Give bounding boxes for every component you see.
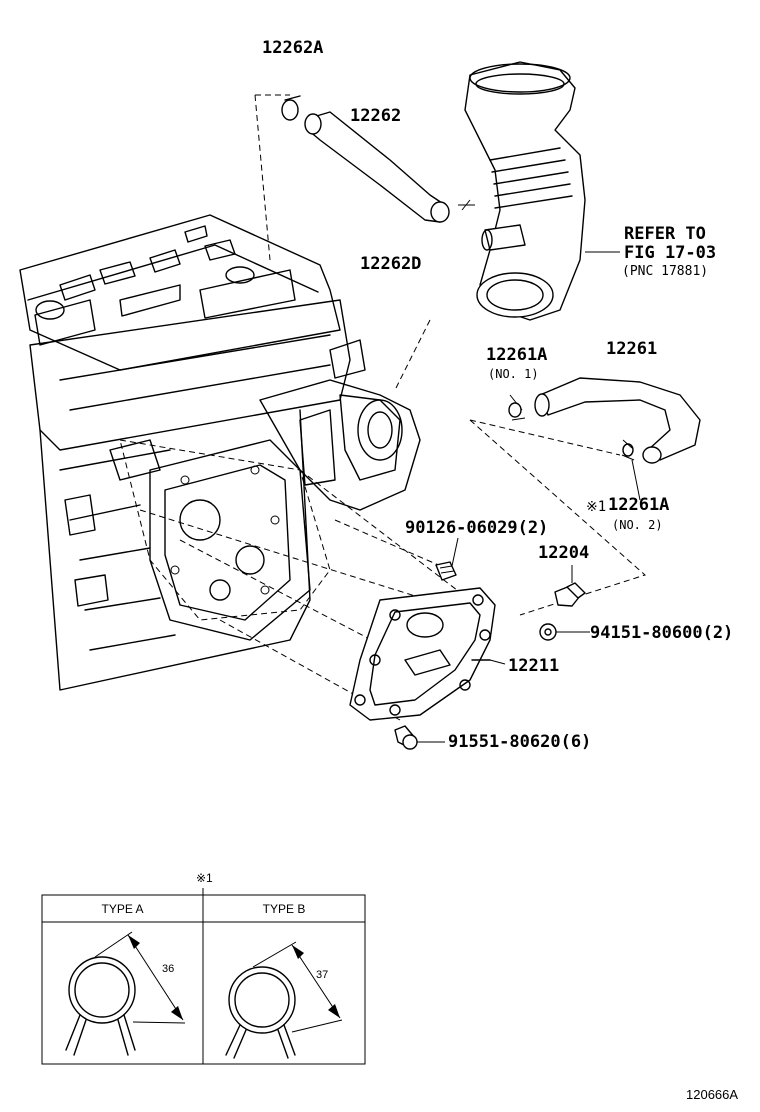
hose-12262 (281, 95, 475, 223)
refer-text-line1: REFER TO (624, 224, 706, 244)
bolt-91551 (394, 725, 445, 750)
label-91551: 91551-80620(6) (448, 732, 592, 752)
label-12261a-no1: 12261A (486, 345, 548, 365)
label-star-mark: ※1 (586, 499, 607, 515)
clamp-inset (41, 888, 366, 1065)
inset-marker: ※1 (196, 871, 213, 885)
label-94151: 94151-80600(2) (590, 623, 734, 643)
sensor-12204 (554, 565, 586, 607)
engine-block (19, 214, 421, 691)
label-90126: 90126-06029(2) (405, 518, 549, 538)
label-12262: 12262 (350, 106, 402, 126)
label-12204: 12204 (538, 543, 590, 563)
label-12262d: 12262D (360, 254, 422, 274)
label-no1: (NO. 1) (488, 367, 539, 381)
intake-duct (464, 61, 620, 321)
label-12262a: 12262A (262, 38, 324, 58)
refer-text-line2: FIG 17-03 (624, 243, 717, 263)
label-12211: 12211 (508, 656, 560, 676)
label-12261: 12261 (606, 339, 658, 359)
inset-type-a-header: TYPE A (101, 902, 144, 916)
hose-12261 (508, 377, 701, 501)
label-no2: (NO. 2) (612, 518, 663, 532)
drawing-id: 120666A (686, 1087, 739, 1102)
label-12261a-no2: 12261A (608, 495, 670, 515)
inset-type-b-header: TYPE B (262, 902, 306, 916)
plate-12211 (349, 587, 506, 721)
inset-dim-a: 36 (162, 963, 175, 975)
refer-text-line3: (PNC 17881) (622, 264, 709, 279)
nut-94151 (539, 623, 590, 641)
stud-90126 (435, 537, 459, 581)
inset-dim-b: 37 (316, 969, 329, 981)
